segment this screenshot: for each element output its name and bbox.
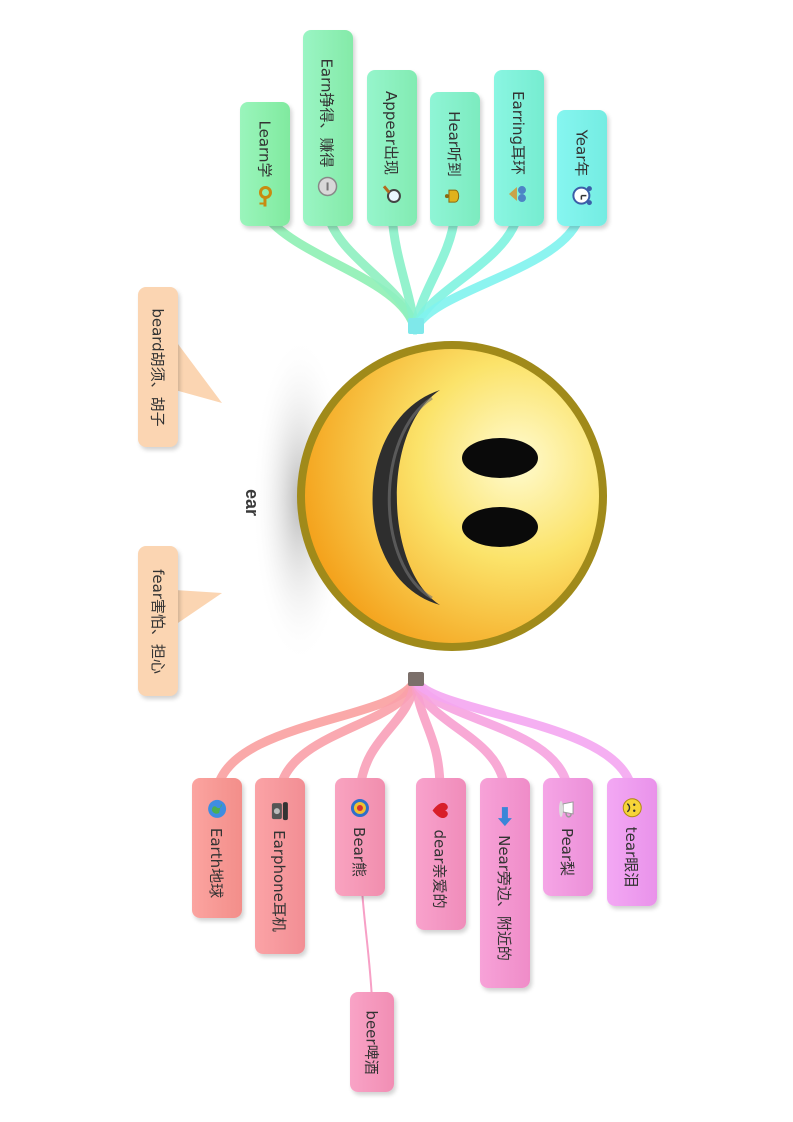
node-dear-label: dear亲爱的 [431,829,450,909]
link-year [410,210,585,335]
node-earn-label: Earn挣得、赚得 [318,58,337,168]
node-dear[interactable]: dear亲爱的 [416,778,466,930]
node-year-label: Year年 [572,129,591,177]
node-earring[interactable]: Earring耳环 [494,70,544,226]
node-tear-label: tear眼泪 [622,826,641,888]
node-earn[interactable]: Earn挣得、赚得 [303,30,353,226]
node-earphone-label: Earphone耳机 [270,830,289,932]
node-hear[interactable]: Hear听到 [430,92,480,226]
left-eye [462,438,538,478]
callout-fear-label: fear害怕、担心 [148,568,167,674]
node-tear[interactable]: tear眼泪 [607,778,657,906]
node-earth-label: Earth地球 [207,827,226,899]
telephone-icon [272,802,288,821]
node-earphone[interactable]: Earphone耳机 [255,778,305,954]
coin-icon [318,176,338,197]
node-beer-label: beer啤酒 [362,1009,381,1075]
node-pear[interactable]: Pear梨 [543,778,593,896]
node-near-label: Near旁边、附近的 [495,835,514,961]
key-icon [258,185,272,207]
alarm-clock-icon [572,185,592,205]
mouth [372,390,440,605]
bottom-branch-links [212,675,637,1001]
callout-beard[interactable]: beard胡须、胡子 [138,287,178,447]
callout-beard-label: beard胡须、胡子 [148,307,167,427]
node-learn-label: Learn学 [255,120,274,178]
arrow-down-icon [498,807,512,827]
node-bear[interactable]: Bear熊 [335,778,385,896]
node-hear-label: Hear听到 [445,111,464,177]
node-appear-label: Appear出现 [382,91,401,175]
center-topic[interactable]: ear [232,482,272,522]
bottom-connector [408,672,424,686]
target-icon [351,799,370,818]
link-tear [410,675,637,795]
node-learn[interactable]: Learn学 [240,102,290,226]
globe-icon [208,799,227,818]
node-appear[interactable]: Appear出现 [367,70,417,226]
node-earth[interactable]: Earth地球 [192,778,242,918]
heart-icon [433,802,449,818]
earring-icon [509,185,526,202]
smiley-face [252,335,607,665]
center-topic-label: ear [242,488,263,516]
top-connector [408,318,424,334]
node-year[interactable]: Year年 [557,110,607,226]
node-beer[interactable]: beer啤酒 [350,992,394,1092]
bell-icon [445,189,460,203]
node-bear-label: Bear熊 [350,827,369,877]
callout-tail-fear [175,590,222,625]
node-near[interactable]: Near旁边、附近的 [480,778,530,988]
node-earring-label: Earring耳环 [509,91,528,175]
link-bear [355,675,420,795]
link-beer [361,889,373,1001]
sad-face-icon [622,798,642,818]
teacup-icon [559,800,574,818]
node-pear-label: Pear梨 [558,827,577,877]
right-eye [462,507,538,547]
callout-tail-beard [175,340,222,403]
top-branch-links [260,210,585,335]
callout-fear[interactable]: fear害怕、担心 [138,546,178,696]
magnifier-icon [382,185,401,203]
